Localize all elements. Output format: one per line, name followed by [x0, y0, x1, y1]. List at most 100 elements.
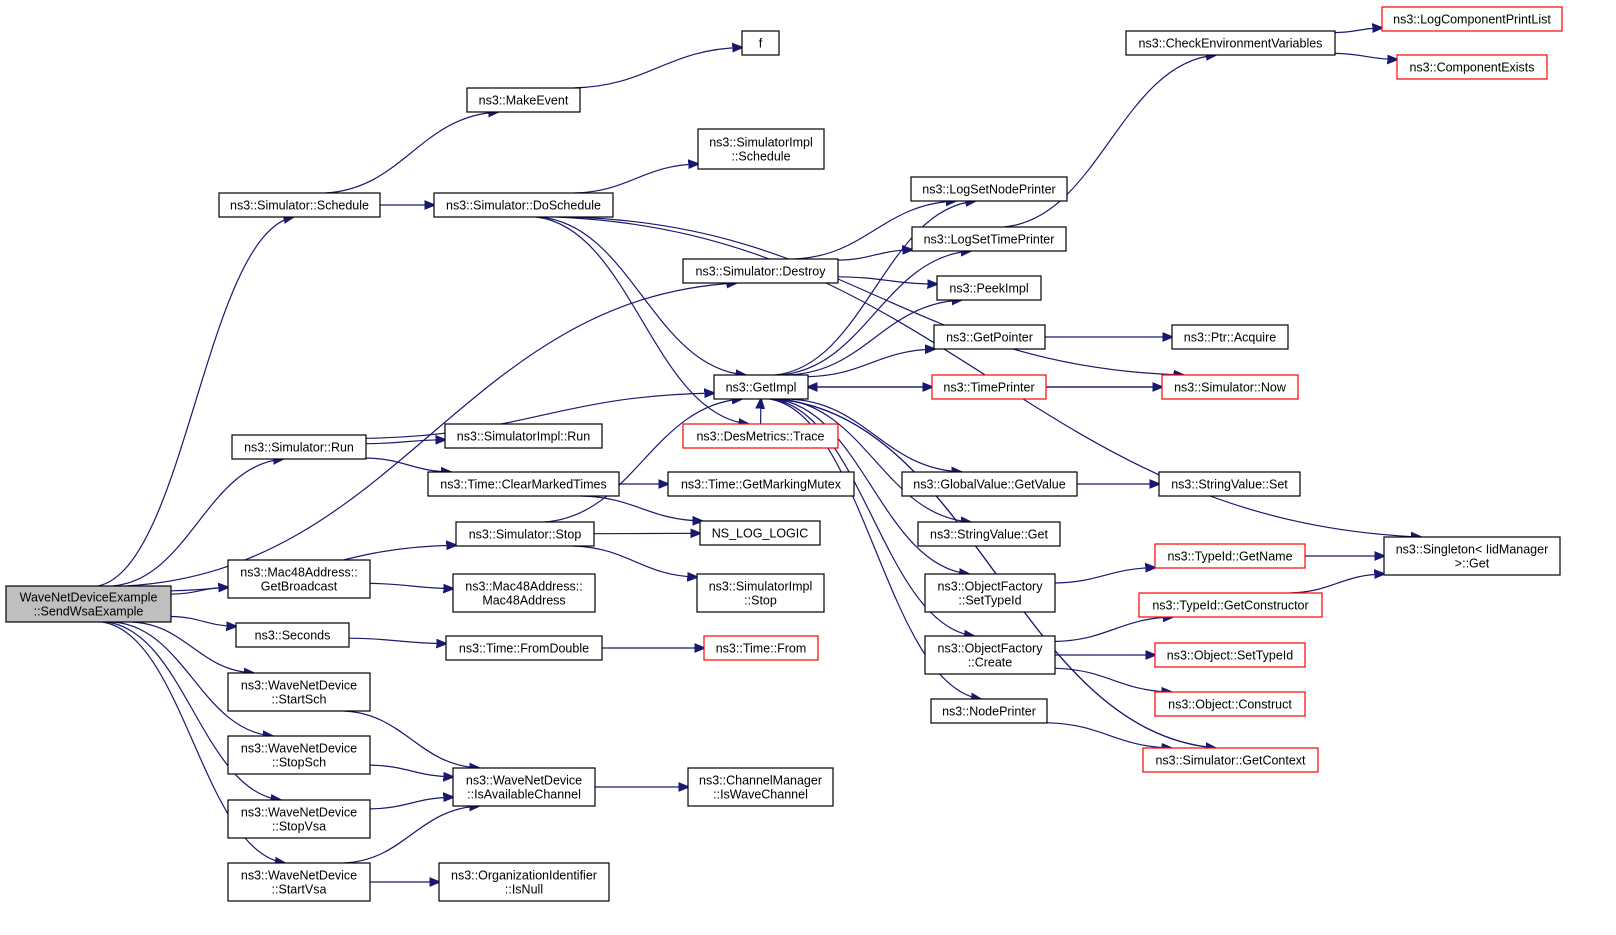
node-box[interactable] — [901, 471, 1078, 497]
node-box[interactable] — [1171, 324, 1289, 350]
node-box[interactable] — [1154, 691, 1306, 717]
node-box[interactable] — [924, 573, 1056, 613]
node-simimpl_schedule[interactable]: ns3::SimulatorImpl::Schedule — [697, 128, 825, 170]
node-typeidgetname[interactable]: ns3::TypeId::GetName — [1154, 543, 1306, 569]
node-box[interactable] — [227, 559, 371, 599]
node-compexists[interactable]: ns3::ComponentExists — [1396, 54, 1548, 80]
node-box[interactable] — [466, 87, 581, 113]
node-mac48address[interactable]: ns3::Mac48Address::Mac48Address — [452, 573, 596, 613]
node-box[interactable] — [235, 622, 350, 648]
node-box[interactable] — [1158, 471, 1301, 497]
node-getmarkingmutex[interactable]: ns3::Time::GetMarkingMutex — [667, 471, 855, 497]
node-box[interactable] — [682, 423, 839, 449]
node-box[interactable] — [227, 862, 371, 902]
node-logtimeprinter[interactable]: ns3::LogSetTimePrinter — [911, 226, 1067, 252]
node-settypeid[interactable]: ns3::ObjectFactory::SetTypeId — [924, 573, 1056, 613]
node-logcomplist[interactable]: ns3::LogComponentPrintList — [1381, 6, 1563, 32]
node-singleton[interactable]: ns3::Singleton< IidManager>::Get — [1383, 536, 1561, 576]
node-box[interactable] — [1161, 374, 1299, 400]
node-getpointer[interactable]: ns3::GetPointer — [933, 324, 1046, 350]
node-timeprinter[interactable]: ns3::TimePrinter — [931, 374, 1047, 400]
node-box[interactable] — [911, 226, 1067, 252]
node-root[interactable]: WaveNetDeviceExample::SendWsaExample — [5, 585, 172, 623]
node-box[interactable] — [1125, 30, 1336, 56]
node-seconds[interactable]: ns3::Seconds — [235, 622, 350, 648]
node-simimplrun[interactable]: ns3::SimulatorImpl::Run — [444, 423, 603, 449]
node-ptracquire[interactable]: ns3::Ptr::Acquire — [1171, 324, 1289, 350]
node-typeidgetctor[interactable]: ns3::TypeId::GetConstructor — [1138, 592, 1323, 618]
node-box[interactable] — [1142, 747, 1319, 773]
node-box[interactable] — [452, 767, 596, 807]
node-box[interactable] — [438, 862, 610, 902]
node-nodeprinter[interactable]: ns3::NodePrinter — [930, 698, 1048, 724]
node-box[interactable] — [703, 635, 819, 661]
node-objconstruct[interactable]: ns3::Object::Construct — [1154, 691, 1306, 717]
node-stringvalueset[interactable]: ns3::StringValue::Set — [1158, 471, 1301, 497]
node-box[interactable] — [444, 423, 603, 449]
node-isavailable[interactable]: ns3::WaveNetDevice::IsAvailableChannel — [452, 767, 596, 807]
node-box[interactable] — [433, 192, 614, 218]
node-box[interactable] — [5, 585, 172, 623]
node-box[interactable] — [687, 767, 834, 807]
node-box[interactable] — [931, 374, 1047, 400]
node-box[interactable] — [218, 192, 381, 218]
node-startsch[interactable]: ns3::WaveNetDevice::StartSch — [227, 672, 371, 712]
node-box[interactable] — [227, 735, 371, 775]
node-box[interactable] — [741, 30, 780, 56]
node-box[interactable] — [1154, 543, 1306, 569]
node-box[interactable] — [1154, 642, 1306, 668]
node-doschedule[interactable]: ns3::Simulator::DoSchedule — [433, 192, 614, 218]
node-box[interactable] — [452, 573, 596, 613]
node-nslog[interactable]: NS_LOG_LOGIC — [699, 520, 821, 546]
node-box[interactable] — [227, 672, 371, 712]
node-simstop[interactable]: ns3::Simulator::Stop — [455, 521, 595, 547]
node-box[interactable] — [1381, 6, 1563, 32]
node-box[interactable] — [682, 258, 839, 284]
node-box[interactable] — [713, 374, 809, 400]
node-startvsa[interactable]: ns3::WaveNetDevice::StartVsa — [227, 862, 371, 902]
node-lognodeprinter[interactable]: ns3::LogSetNodePrinter — [910, 176, 1068, 202]
node-clearmarked[interactable]: ns3::Time::ClearMarkedTimes — [427, 471, 620, 497]
node-timefrom[interactable]: ns3::Time::From — [703, 635, 819, 661]
node-getimpl[interactable]: ns3::GetImpl — [713, 374, 809, 400]
node-box[interactable] — [697, 128, 825, 170]
node-box[interactable] — [910, 176, 1068, 202]
node-getbroadcast[interactable]: ns3::Mac48Address::GetBroadcast — [227, 559, 371, 599]
node-peekimpl[interactable]: ns3::PeekImpl — [936, 275, 1042, 301]
node-getcontext[interactable]: ns3::Simulator::GetContext — [1142, 747, 1319, 773]
node-iswavechannel[interactable]: ns3::ChannelManager::IsWaveChannel — [687, 767, 834, 807]
node-box[interactable] — [933, 324, 1046, 350]
node-stopsch[interactable]: ns3::WaveNetDevice::StopSch — [227, 735, 371, 775]
node-box[interactable] — [667, 471, 855, 497]
node-box[interactable] — [699, 520, 821, 546]
node-f[interactable]: f — [741, 30, 780, 56]
node-box[interactable] — [455, 521, 595, 547]
node-box[interactable] — [227, 799, 371, 839]
node-globalgetvalue[interactable]: ns3::GlobalValue::GetValue — [901, 471, 1078, 497]
node-ofcreate[interactable]: ns3::ObjectFactory::Create — [924, 635, 1056, 675]
node-desmetrics[interactable]: ns3::DesMetrics::Trace — [682, 423, 839, 449]
node-box[interactable] — [917, 521, 1061, 547]
node-objsettypeid[interactable]: ns3::Object::SetTypeId — [1154, 642, 1306, 668]
node-stringvalueget[interactable]: ns3::StringValue::Get — [917, 521, 1061, 547]
node-box[interactable] — [930, 698, 1048, 724]
node-orgisnull[interactable]: ns3::OrganizationIdentifier::IsNull — [438, 862, 610, 902]
node-simrun[interactable]: ns3::Simulator::Run — [231, 434, 367, 460]
node-box[interactable] — [924, 635, 1056, 675]
node-simimplstop[interactable]: ns3::SimulatorImpl::Stop — [696, 573, 825, 613]
node-box[interactable] — [1138, 592, 1323, 618]
node-fromdouble[interactable]: ns3::Time::FromDouble — [445, 635, 603, 661]
node-box[interactable] — [696, 573, 825, 613]
node-box[interactable] — [1396, 54, 1548, 80]
node-box[interactable] — [445, 635, 603, 661]
node-box[interactable] — [1383, 536, 1561, 576]
node-box[interactable] — [936, 275, 1042, 301]
node-box[interactable] — [231, 434, 367, 460]
node-sim_schedule[interactable]: ns3::Simulator::Schedule — [218, 192, 381, 218]
node-box[interactable] — [427, 471, 620, 497]
node-makeevent[interactable]: ns3::MakeEvent — [466, 87, 581, 113]
node-checkenv[interactable]: ns3::CheckEnvironmentVariables — [1125, 30, 1336, 56]
node-simnow[interactable]: ns3::Simulator::Now — [1161, 374, 1299, 400]
node-stopvsa[interactable]: ns3::WaveNetDevice::StopVsa — [227, 799, 371, 839]
node-destroy[interactable]: ns3::Simulator::Destroy — [682, 258, 839, 284]
